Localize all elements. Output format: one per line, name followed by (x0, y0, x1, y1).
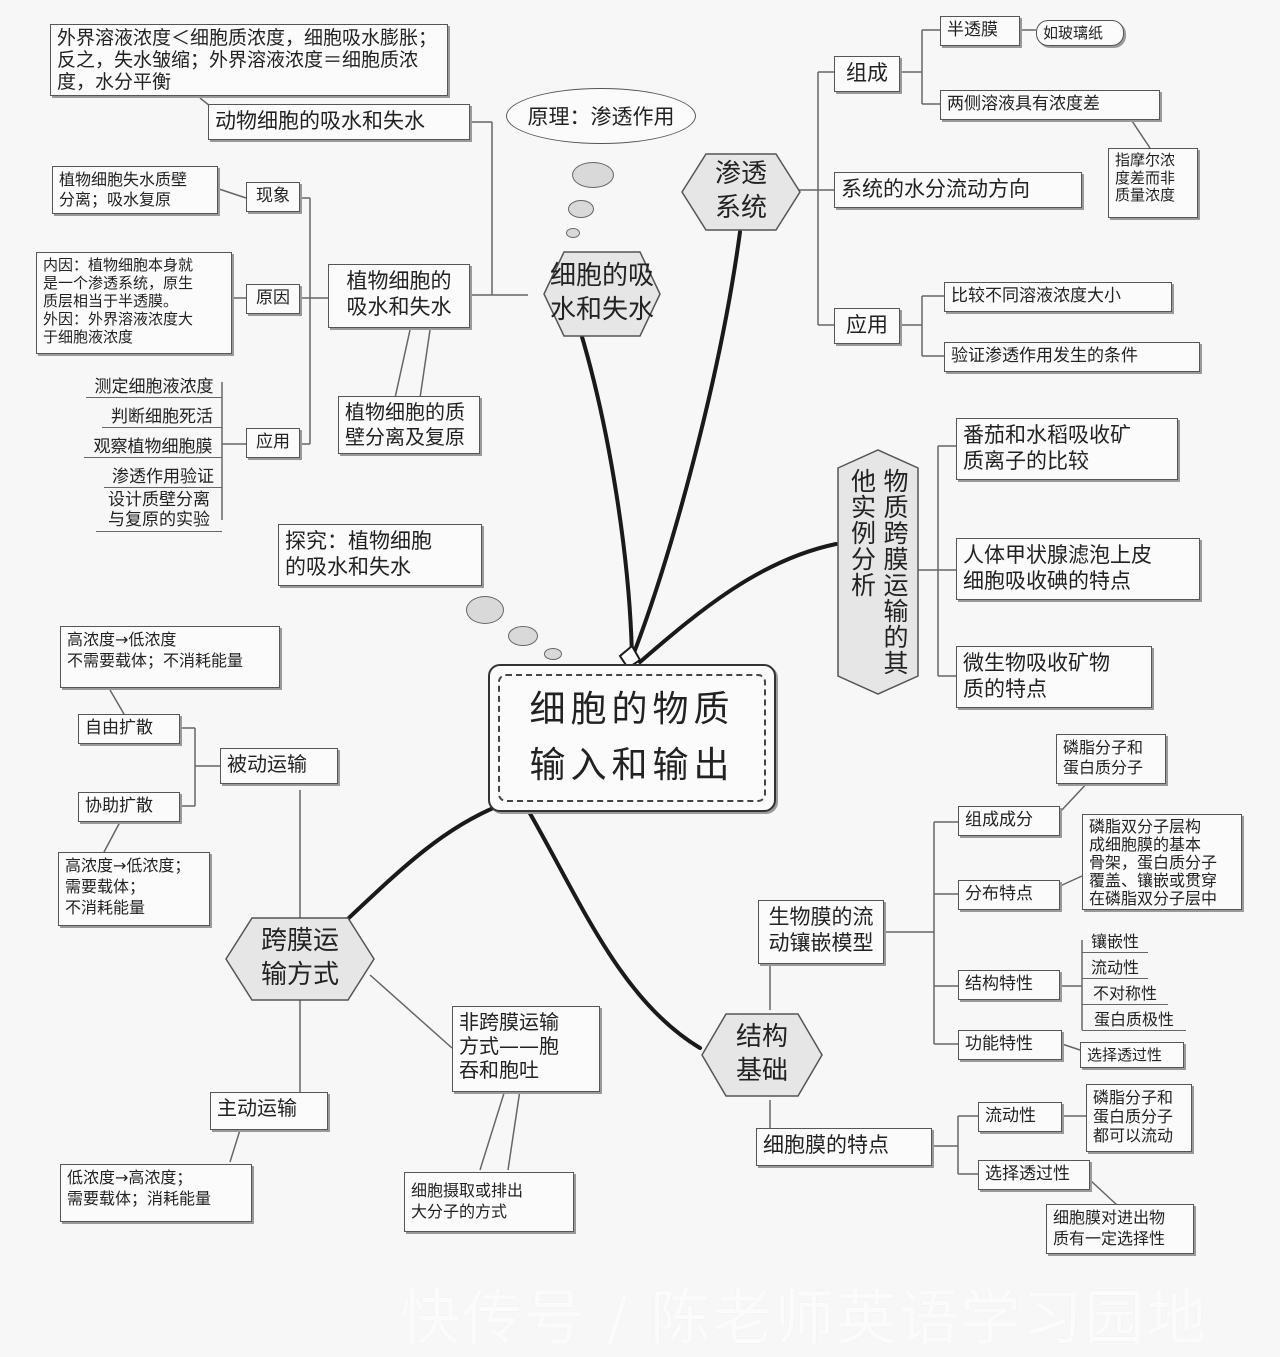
reason-note: 内因：植物细胞本身就 是一个渗透系统，原生 质层相当于半透膜。 外因：外界溶液浓… (36, 252, 232, 354)
watermark-text: 快传号 / 陈老师英语学习园地 (400, 1284, 1209, 1354)
hub-osmosis-label: 渗透 系统 (714, 159, 767, 223)
application-item: 测定细胞液浓度 (86, 372, 222, 398)
explore-node: 探究：植物细胞 的吸水和失水 (278, 524, 482, 586)
components-node[interactable]: 组成成分 (958, 806, 1060, 836)
composition-node[interactable]: 组成 (834, 56, 900, 92)
fluidity-node[interactable]: 流动性 (978, 1102, 1062, 1132)
application-node[interactable]: 应用 (246, 428, 300, 458)
hub-examples-label: 物质跨膜运输的其他实例分析 (847, 468, 910, 676)
hub-transport[interactable]: 跨膜运 输方式 (224, 916, 376, 1002)
thought-bubble (544, 648, 562, 660)
hex-shape (543, 251, 661, 337)
struct-item: 蛋白质极性 (1082, 1006, 1186, 1031)
distribution-note: 磷脂双分子层构 成细胞膜的基本 骨架，蛋白质分子 覆盖、镶嵌或贯穿 在磷脂双分子… (1082, 814, 1242, 910)
app2-node[interactable]: 验证渗透作用发生的条件 (944, 342, 1200, 372)
passive-node[interactable]: 被动运输 (220, 748, 338, 784)
application-item: 判断细胞死活 (102, 402, 222, 428)
hex-shape (837, 449, 919, 695)
struct-item: 不对称性 (1082, 980, 1168, 1005)
animal-node[interactable]: 动物细胞的吸水和失水 (208, 104, 470, 140)
struct-item: 镶嵌性 (1082, 928, 1148, 953)
selective-note: 细胞膜对进出物 质有一定选择性 (1046, 1204, 1194, 1254)
membrane-node[interactable]: 细胞膜的特点 (756, 1128, 932, 1166)
principle-cloud: 原理：渗透作用 (506, 88, 696, 144)
center-inner: 细胞的物质 输入和输出 (498, 674, 766, 802)
semi-note: 如玻璃纸 (1036, 20, 1124, 46)
center-node[interactable]: 细胞的物质 输入和输出 (488, 664, 776, 812)
hex-shape (701, 1013, 823, 1097)
example-3[interactable]: 微生物吸收矿物 质的特点 (956, 646, 1152, 708)
thought-bubble (566, 228, 580, 238)
phenomenon-note: 植物细胞失水质壁 分离；吸水复原 (52, 166, 218, 214)
selective-node[interactable]: 选择透过性 (978, 1160, 1090, 1190)
reason-node[interactable]: 原因 (246, 284, 300, 314)
assisted-node[interactable]: 协助扩散 (78, 792, 180, 822)
plant-sub-node: 植物细胞的质 壁分离及复原 (338, 396, 480, 454)
osmosis-app-node[interactable]: 应用 (834, 308, 900, 344)
hub-absorb-label: 细胞的吸 水和失水 (549, 261, 654, 325)
distribution-node[interactable]: 分布特点 (958, 880, 1060, 910)
free-note: 高浓度→低浓度 不需要载体；不消耗能量 (60, 626, 280, 688)
plant-node[interactable]: 植物细胞的 吸水和失水 (328, 264, 470, 328)
example-1[interactable]: 番茄和水稻吸收矿 质离子的比较 (956, 418, 1178, 480)
active-note: 低浓度→高浓度； 需要载体；消耗能量 (60, 1164, 252, 1222)
hub-examples[interactable]: 物质跨膜运输的其他实例分析 (836, 448, 920, 696)
diff-note: 指摩尔浓 度差而非 质量浓度 (1108, 148, 1198, 218)
thought-bubble (466, 596, 504, 624)
active-node[interactable]: 主动运输 (210, 1092, 328, 1130)
thought-bubble (572, 162, 614, 188)
hub-transport-label: 跨膜运 输方式 (260, 926, 339, 990)
hex-shape (681, 153, 801, 231)
semi-node[interactable]: 半透膜 (940, 16, 1020, 46)
struct-feature-node[interactable]: 结构特性 (958, 970, 1060, 1000)
assisted-note: 高浓度→低浓度； 需要载体； 不消耗能量 (58, 852, 210, 926)
struct-item: 流动性 (1082, 954, 1148, 979)
phenomenon-node[interactable]: 现象 (246, 182, 300, 212)
thought-bubble (568, 200, 594, 218)
app1-node[interactable]: 比较不同溶液浓度大小 (944, 282, 1172, 312)
hub-structure-label: 结构 基础 (735, 1022, 788, 1086)
hub-absorb[interactable]: 细胞的吸 水和失水 (526, 250, 678, 338)
example-2[interactable]: 人体甲状腺滤泡上皮 细胞吸收碘的特点 (956, 538, 1200, 600)
function-note: 选择透过性 (1080, 1042, 1184, 1068)
application-item: 设计质壁分离 与复原的实验 (96, 490, 222, 532)
components-note: 磷脂分子和 蛋白质分子 (1056, 734, 1166, 784)
hex-shape (225, 917, 375, 1001)
application-item: 观察植物细胞膜 (84, 432, 222, 458)
diff-node[interactable]: 两侧溶液具有浓度差 (940, 90, 1160, 120)
center-title: 细胞的物质 输入和输出 (529, 689, 735, 786)
animal-note: 外界溶液浓度＜细胞质浓度，细胞吸水膨胀；反之，失水皱缩；外界溶液浓度＝细胞质浓度… (50, 24, 448, 96)
non-transmembrane-node[interactable]: 非跨膜运输 方式——胞 吞和胞吐 (452, 1006, 600, 1092)
hub-structure[interactable]: 结构 基础 (700, 1012, 824, 1098)
fluidity-note: 磷脂分子和 蛋白质分子 都可以流动 (1086, 1084, 1192, 1152)
function-feature-node[interactable]: 功能特性 (958, 1030, 1062, 1060)
direction-node[interactable]: 系统的水分流动方向 (834, 172, 1082, 208)
non-transmembrane-note: 细胞摄取或排出 大分子的方式 (404, 1172, 574, 1232)
free-node[interactable]: 自由扩散 (78, 714, 180, 744)
model-node[interactable]: 生物膜的流 动镶嵌模型 (758, 900, 884, 964)
hub-osmosis[interactable]: 渗透 系统 (680, 152, 802, 232)
application-item: 渗透作用验证 (104, 462, 222, 488)
thought-bubble (508, 626, 538, 646)
